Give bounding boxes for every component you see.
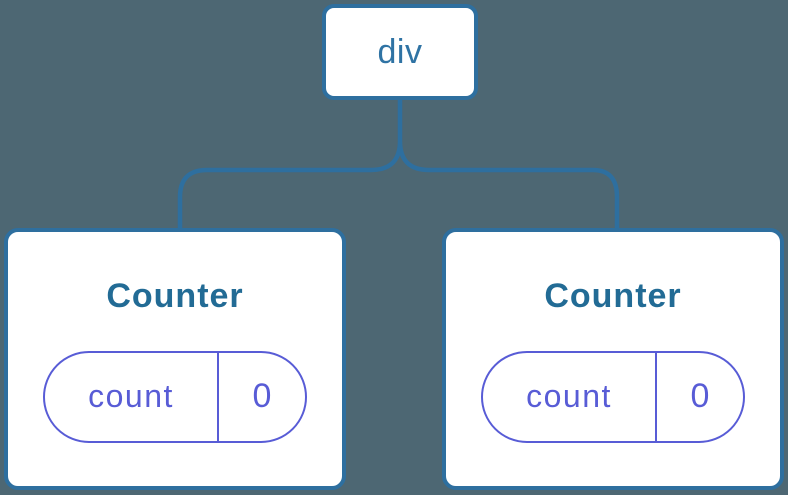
counter-node-left: Counter count 0	[4, 228, 346, 490]
parent-child-edges	[177, 97, 620, 231]
state-value: 0	[655, 352, 743, 441]
root-node-label: div	[377, 32, 423, 71]
state-pill: count 0	[43, 350, 307, 443]
state-value: 0	[217, 352, 305, 441]
component-title: Counter	[544, 277, 682, 315]
component-title: Counter	[106, 277, 244, 315]
state-pill: count 0	[481, 350, 745, 443]
state-label: count	[526, 378, 612, 415]
counter-node-right: Counter count 0	[442, 228, 784, 490]
root-node-div: div	[322, 4, 478, 100]
state-label: count	[88, 378, 174, 415]
